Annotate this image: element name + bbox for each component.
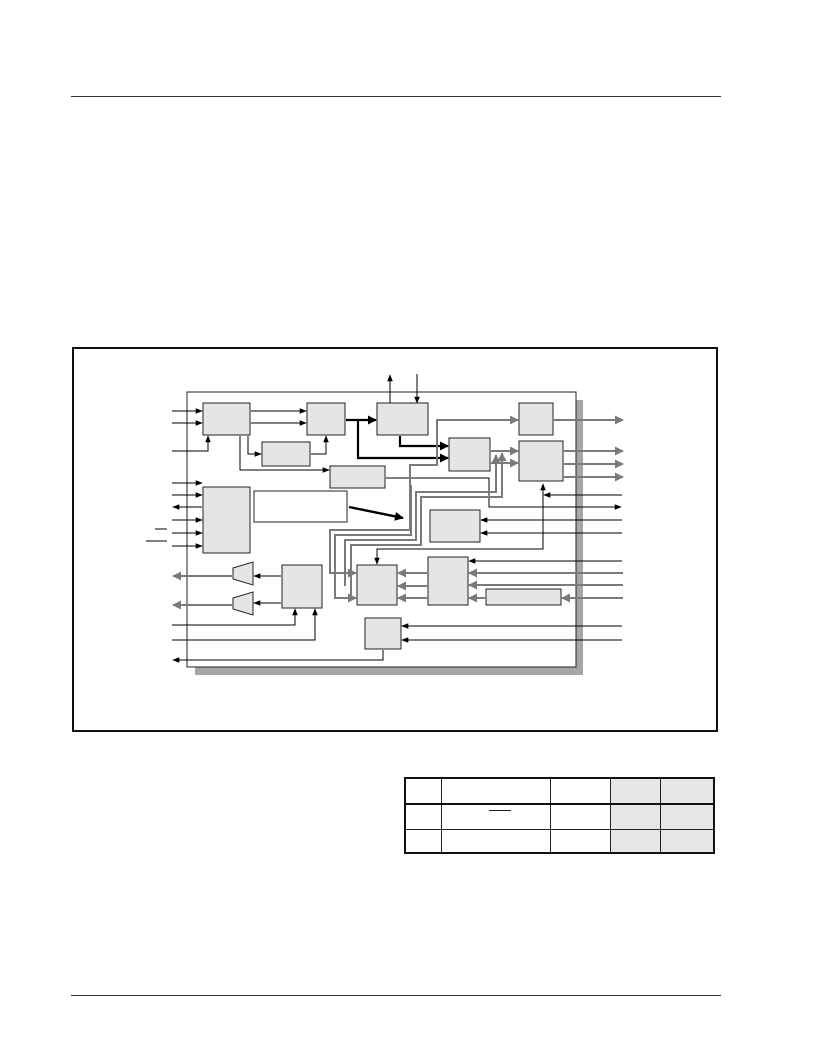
block-b10	[429, 509, 481, 543]
block-b14	[485, 588, 562, 606]
block-b7	[518, 440, 564, 482]
table-row	[404, 828, 715, 854]
table-header-cell	[659, 777, 715, 805]
block-b11	[427, 556, 469, 606]
overbar-mark	[488, 810, 511, 812]
table-cell-overbar	[440, 803, 551, 830]
block-b6	[448, 437, 491, 472]
table-cell	[404, 828, 442, 854]
table-header-cell	[549, 777, 611, 805]
table-cell	[609, 828, 661, 854]
table-cell	[549, 803, 611, 830]
thick-data-paths	[346, 415, 449, 463]
footer-rule	[71, 995, 721, 996]
functional-blocks	[202, 402, 564, 650]
note-box	[253, 490, 348, 523]
block-b5	[261, 441, 311, 467]
converter-lower	[232, 591, 254, 616]
header-rule	[71, 96, 721, 97]
table-row	[404, 803, 715, 830]
table-cell	[549, 828, 611, 854]
table-header-cell	[440, 777, 551, 805]
spec-table-wrap	[404, 777, 715, 854]
table-cell	[440, 828, 551, 854]
gray-paths	[172, 415, 624, 610]
table-header-cell	[609, 777, 661, 805]
table-header-row	[404, 777, 715, 805]
block-b15	[364, 617, 402, 650]
block-b1	[202, 402, 251, 436]
block-b4	[518, 402, 554, 436]
block-b9	[202, 486, 251, 554]
block-b3	[376, 402, 429, 436]
note-pointer	[348, 505, 404, 521]
block-b2	[306, 402, 346, 436]
block-b12	[356, 564, 398, 606]
table-cell	[404, 803, 442, 830]
block-b13	[281, 564, 323, 609]
figure-frame	[72, 347, 718, 732]
spec-table	[404, 777, 715, 854]
block-b8	[329, 465, 386, 489]
table-cell	[659, 803, 715, 830]
table-cell	[609, 803, 661, 830]
converter-upper	[232, 561, 254, 586]
table-header-cell	[404, 777, 442, 805]
table-cell	[659, 828, 715, 854]
